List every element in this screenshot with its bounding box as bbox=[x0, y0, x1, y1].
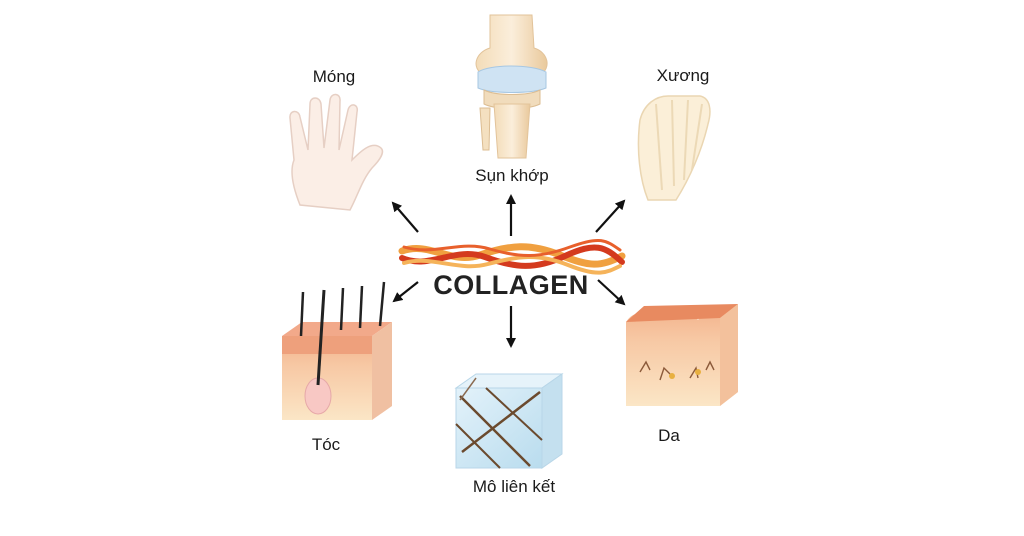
label-bone: Xương bbox=[656, 66, 710, 85]
connective-tissue-cube-icon bbox=[454, 373, 564, 469]
label-connective-tissue: Mô liên kết bbox=[472, 477, 556, 496]
hair-follicle-icon bbox=[282, 281, 392, 420]
label-skin: Da bbox=[658, 426, 680, 445]
skin-layer-icon bbox=[626, 304, 738, 406]
label-hair: Tóc bbox=[311, 435, 341, 454]
arrow-to-nails bbox=[391, 201, 419, 233]
arrow-to-bone bbox=[595, 199, 626, 233]
hand-icon bbox=[289, 93, 384, 211]
collagen-fiber-icon bbox=[398, 238, 626, 275]
foot-bone-icon bbox=[637, 95, 711, 201]
label-nails: Móng bbox=[312, 67, 356, 86]
collagen-title: COLLAGEN bbox=[433, 270, 589, 300]
arrow-to-hair bbox=[392, 281, 419, 303]
label-cartilage: Sụn khớp bbox=[475, 166, 549, 185]
arrow-to-skin bbox=[597, 279, 626, 306]
knee-joint-icon bbox=[475, 14, 548, 159]
